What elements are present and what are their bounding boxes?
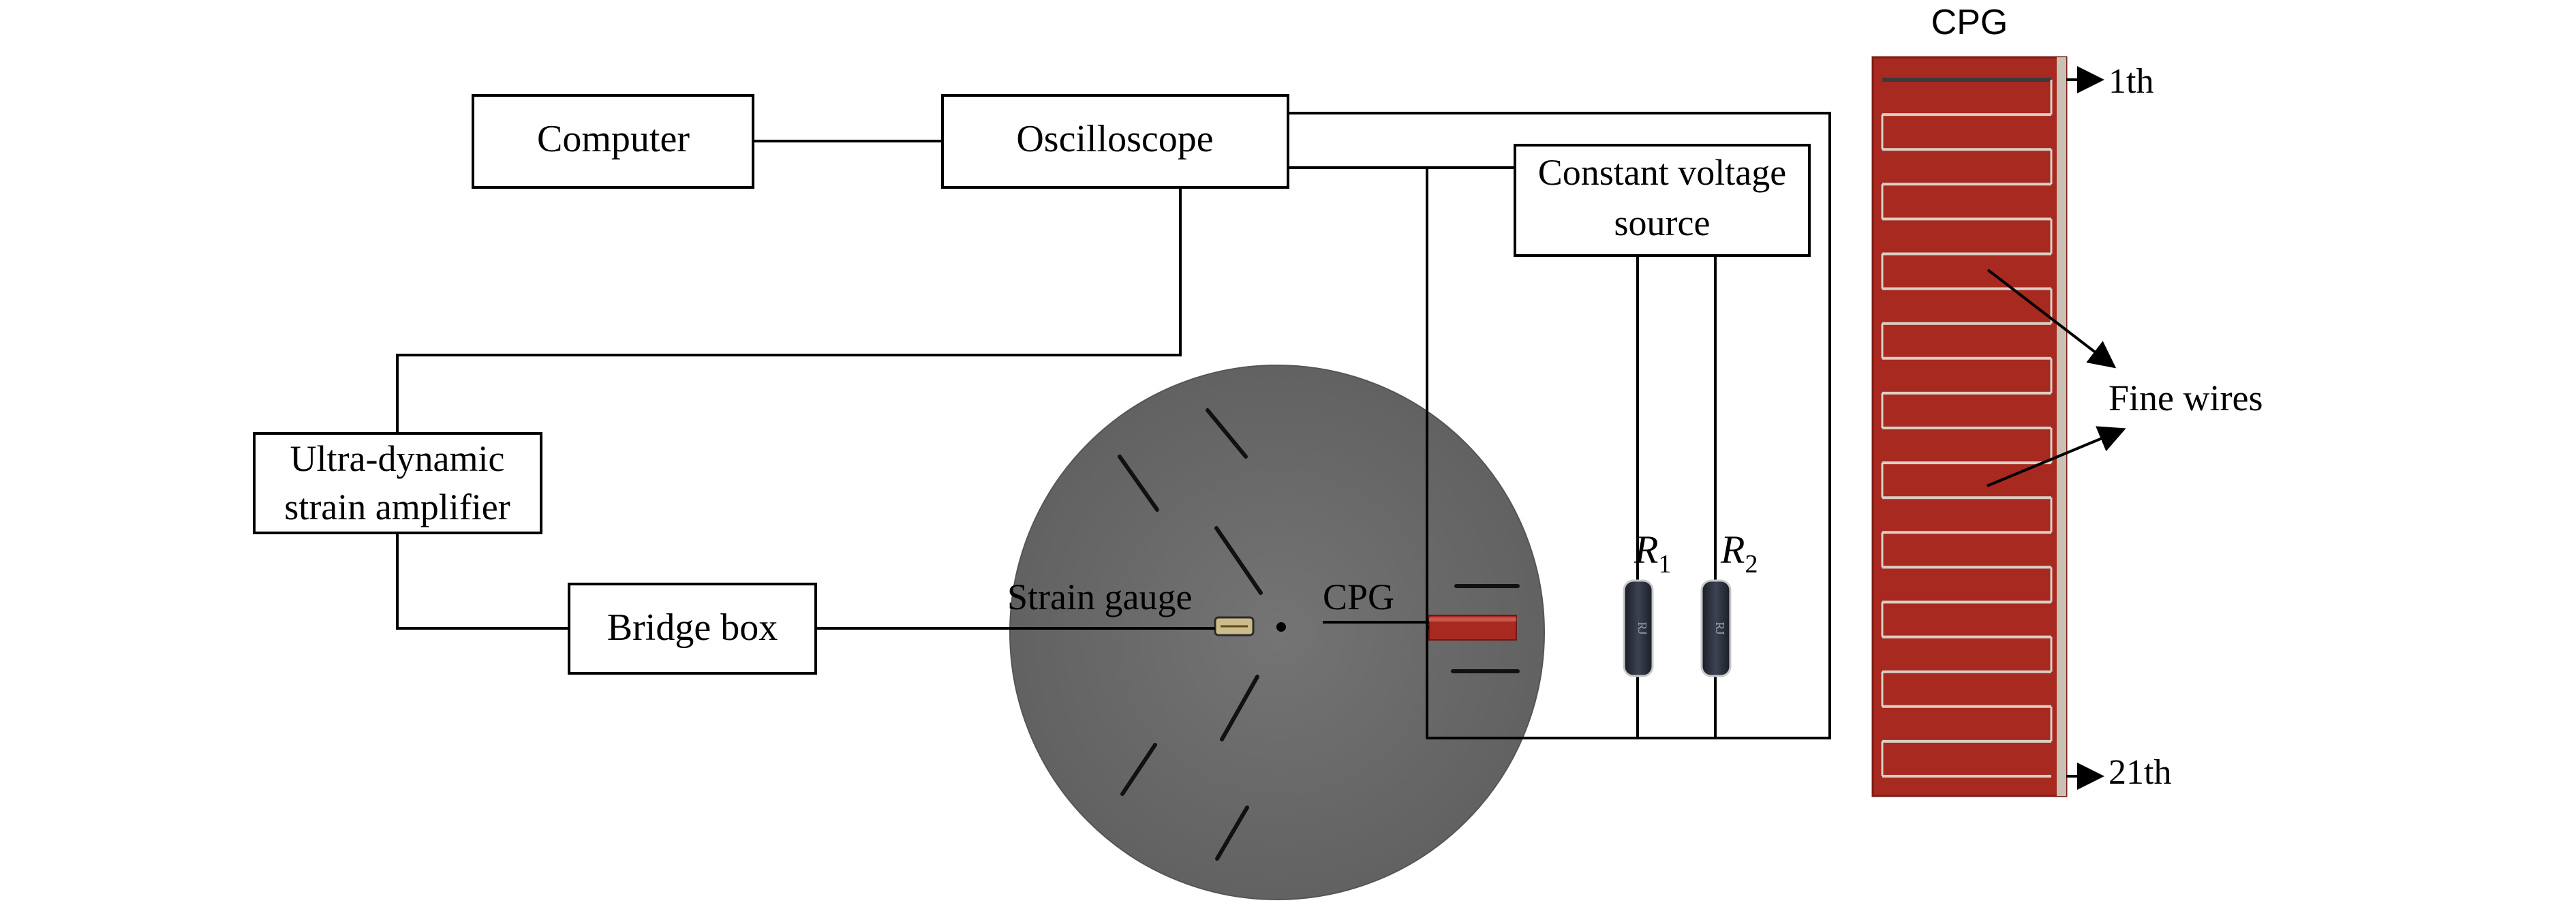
- strain-gauge-icon: [1214, 616, 1255, 636]
- specimen-slits: [1118, 408, 1520, 861]
- fine-wires-label: Fine wires: [2109, 378, 2263, 418]
- specimen-center-dot: [1276, 622, 1286, 632]
- r1-label: R1: [1634, 527, 1671, 579]
- circuit-wires: [396, 112, 1831, 739]
- voltage-source-label-line2: source: [1614, 202, 1711, 243]
- marker-1th-label: 1th: [2109, 62, 2153, 101]
- oscilloscope-label: Oscilloscope: [1016, 118, 1213, 160]
- cpg-gauge-highlight: [1429, 617, 1516, 622]
- voltage-source-label-line1: Constant voltage: [1538, 152, 1786, 193]
- r2-label: R2: [1720, 527, 1758, 579]
- r1-letter: R: [1634, 527, 1658, 572]
- svg-text:RJ: RJ: [1713, 622, 1727, 634]
- amplifier-label-line1: Ultra-dynamic: [290, 438, 505, 479]
- bridge-box-label: Bridge box: [607, 607, 778, 649]
- marker-21th-label: 21th: [2109, 753, 2171, 792]
- voltage-source-box: Constant voltage source: [1514, 144, 1811, 257]
- svg-text:RJ: RJ: [1636, 622, 1649, 634]
- computer-label: Computer: [537, 118, 690, 160]
- cpg-fine-wires: [1881, 78, 2053, 778]
- cpg-strip-edge: [2057, 57, 2066, 796]
- bridge-box: Bridge box: [568, 583, 817, 675]
- strain-gauge-label: Strain gauge: [1007, 577, 1192, 617]
- r1-subscript: 1: [1658, 550, 1671, 579]
- r2-letter: R: [1720, 527, 1745, 572]
- cpg-detail-title: CPG: [1931, 3, 2008, 42]
- cpg-detail-panel: CPG: [1871, 3, 2068, 797]
- amplifier-box: Ultra-dynamic strain amplifier: [253, 432, 542, 534]
- resistor-r2-icon: RJ: [1700, 579, 1732, 677]
- specimen-disk: [1009, 365, 1545, 900]
- fine-wires-arrow-upper: [1987, 269, 2117, 369]
- fine-wires-arrow-lower: [1987, 426, 2126, 487]
- resistor-r1-icon: RJ: [1623, 579, 1654, 677]
- r2-subscript: 2: [1745, 550, 1758, 579]
- computer-box: Computer: [472, 94, 754, 189]
- oscilloscope-box: Oscilloscope: [941, 94, 1289, 189]
- cpg-specimen-label: CPG: [1323, 577, 1394, 617]
- amplifier-label-line2: strain amplifier: [284, 487, 510, 527]
